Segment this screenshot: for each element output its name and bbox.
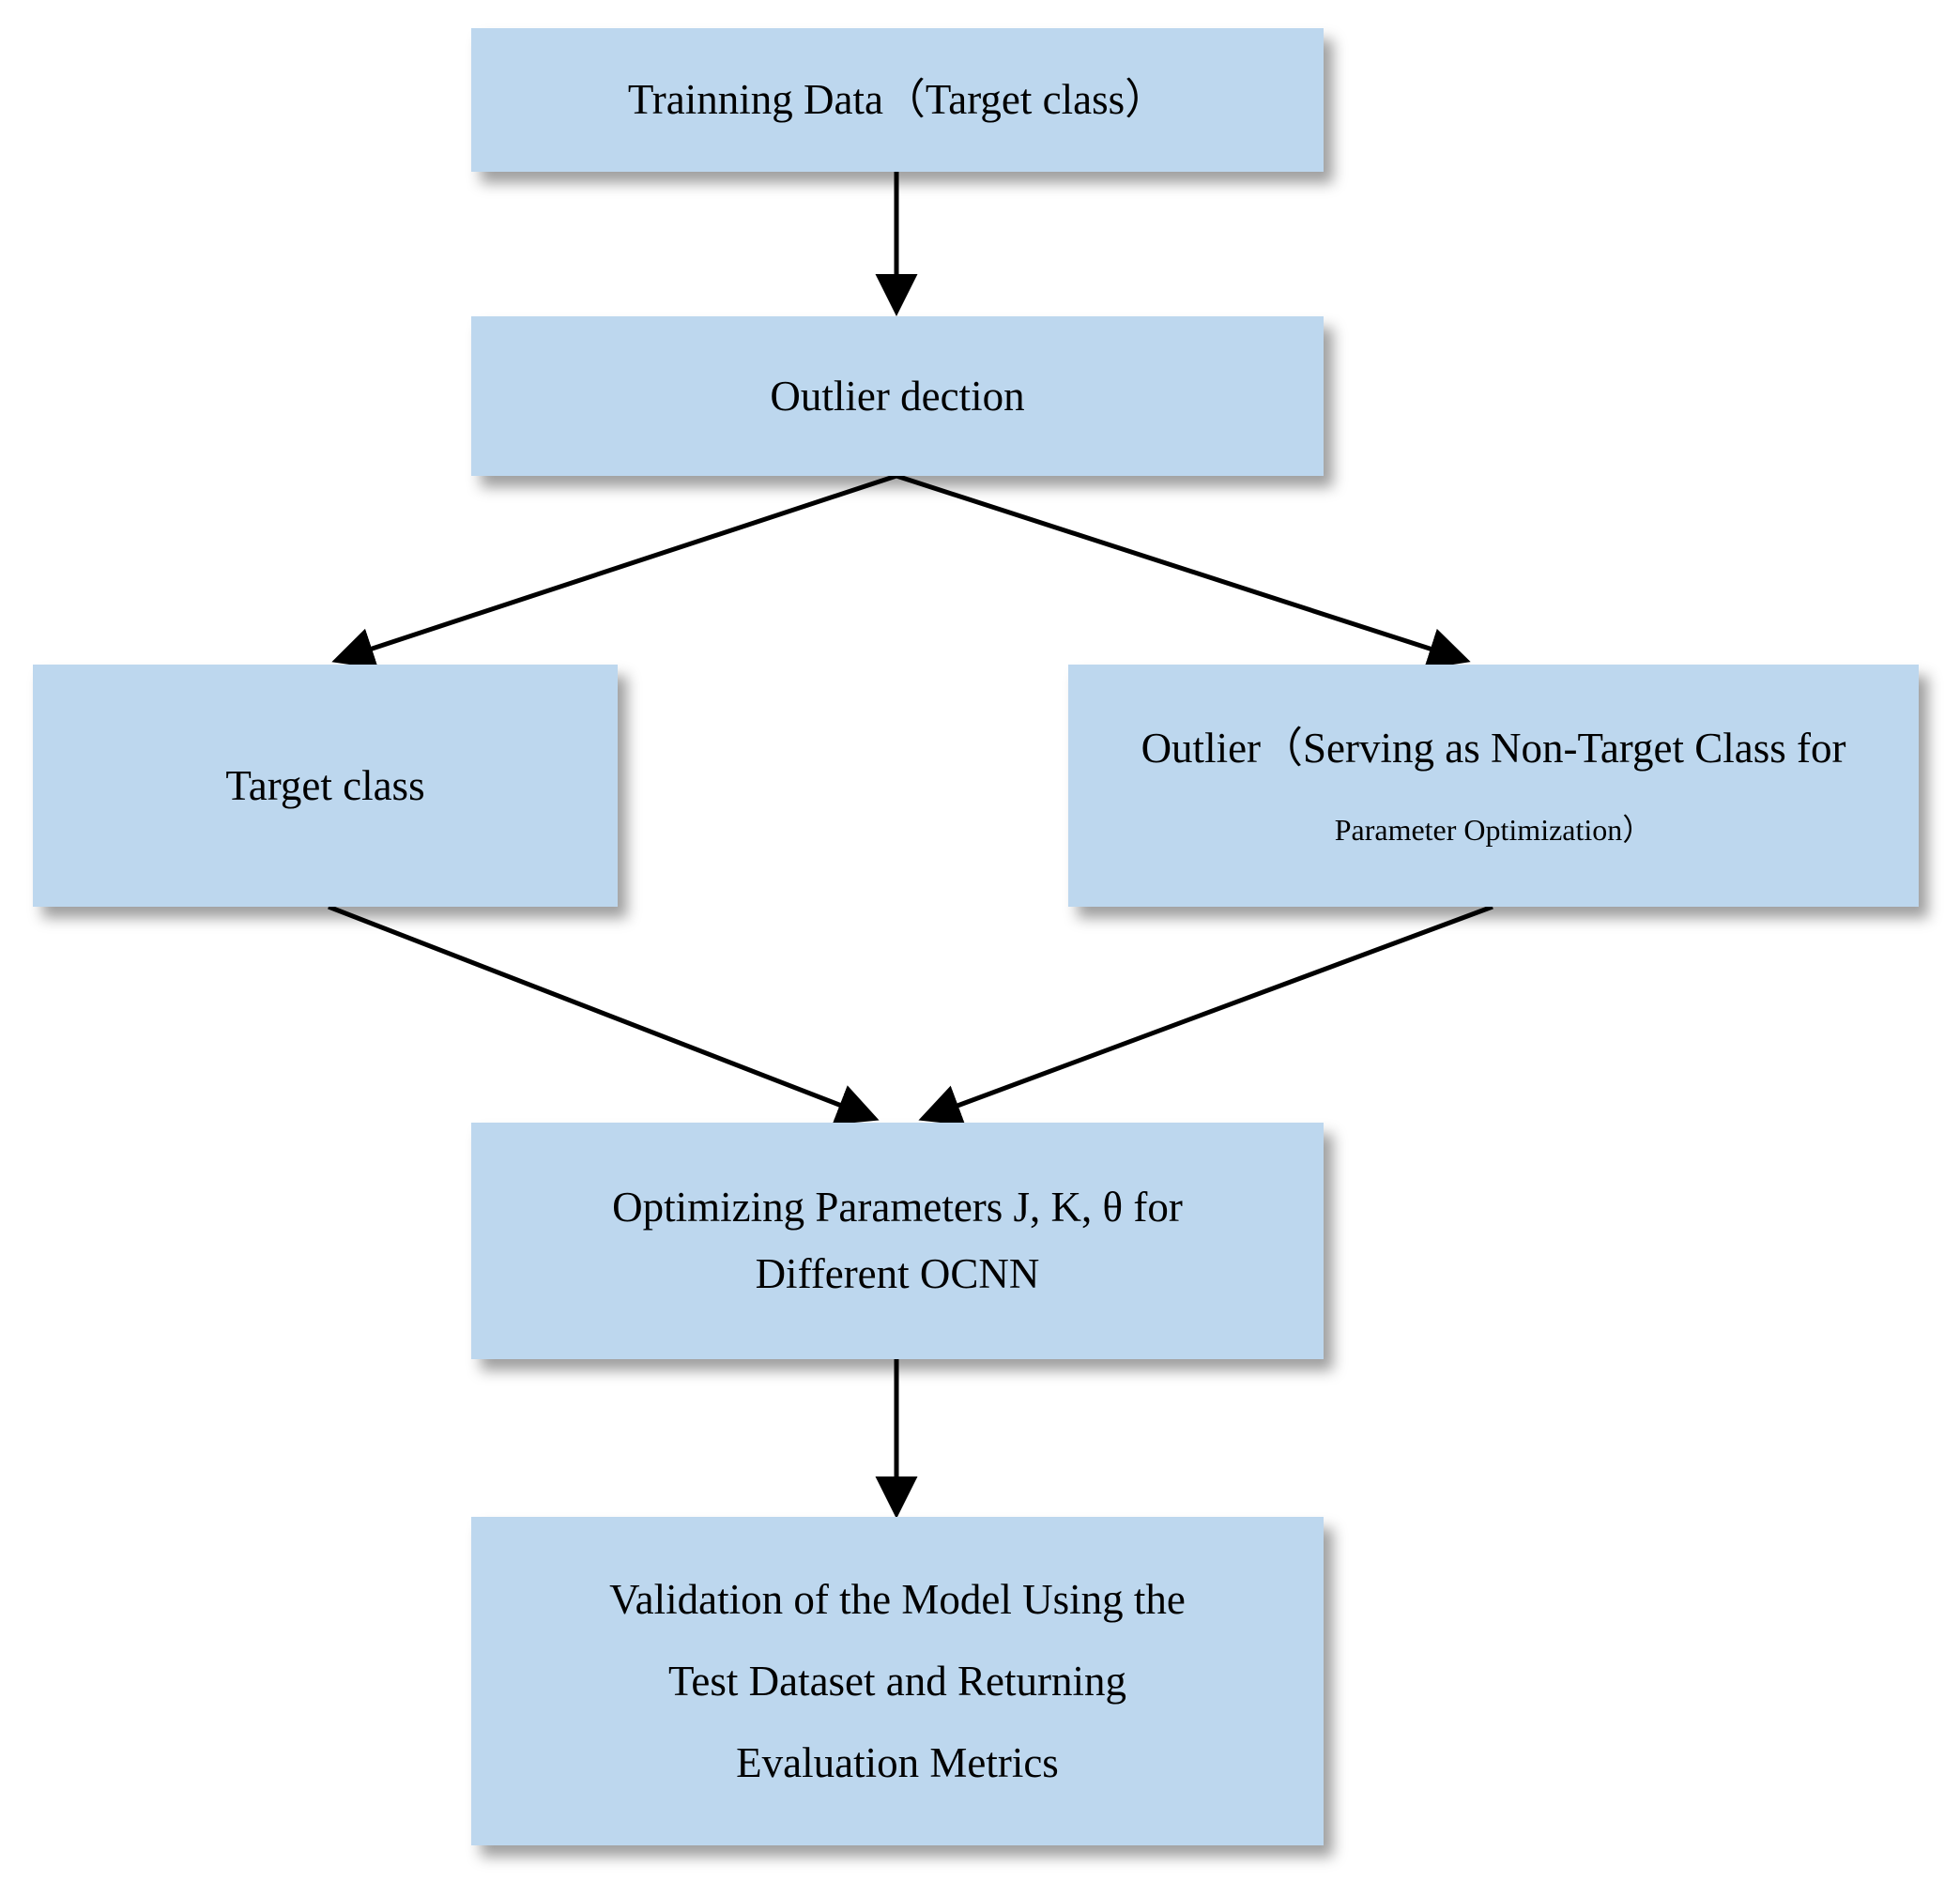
node-validation[interactable]: Validation of the Model Using the Test D… [471, 1517, 1324, 1845]
node-training-data-label: Trainning Data（Target class） [627, 76, 1168, 123]
node-optimizing-parameters[interactable]: Optimizing Parameters J, K, θ for Differ… [471, 1123, 1324, 1359]
node-optimizing-label-line2: Different OCNN [755, 1250, 1040, 1297]
arrow-target-class-to-optimizing [328, 904, 880, 1125]
node-validation-label-line3: Evaluation Metrics [736, 1738, 1059, 1786]
arrow-outlier-to-optimizing [918, 904, 1493, 1125]
node-validation-label-line2: Test Dataset and Returning [668, 1657, 1126, 1705]
node-validation-label-line1: Validation of the Model Using the [609, 1575, 1186, 1623]
node-outlier[interactable]: Outlier（Serving as Non-Target Class for … [1068, 665, 1919, 907]
node-target-class-label: Target class [225, 761, 425, 809]
node-target-class[interactable]: Target class [33, 665, 618, 907]
node-outlier-label-line2: Parameter Optimization） [1334, 812, 1653, 847]
node-outlier-label-line1: Outlier（Serving as Non-Target Class for [1141, 724, 1846, 772]
arrow-detection-to-target-class [331, 473, 897, 669]
node-outlier-detection[interactable]: Outlier dection [471, 316, 1324, 476]
arrow-detection-to-outlier [896, 473, 1471, 669]
node-optimizing-label-line1: Optimizing Parameters J, K, θ for [612, 1184, 1183, 1231]
node-training-data[interactable]: Trainning Data（Target class） [471, 28, 1324, 172]
node-outlier-detection-label: Outlier dection [770, 372, 1025, 420]
